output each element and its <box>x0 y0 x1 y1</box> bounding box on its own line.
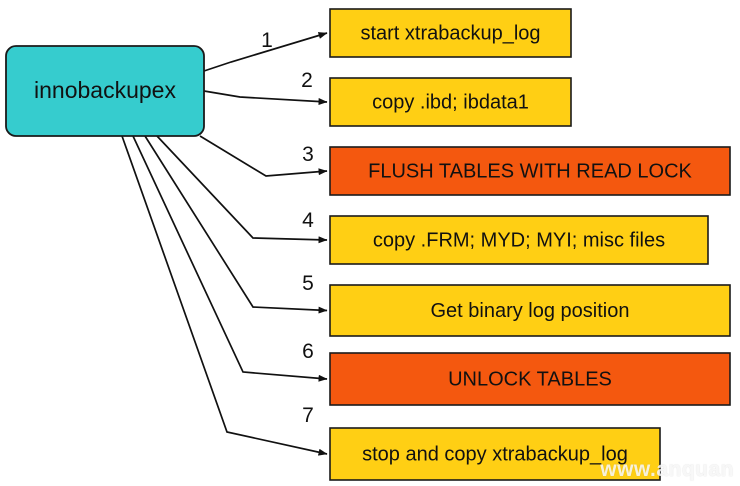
step-node-1[interactable]: start xtrabackup_log <box>329 8 572 58</box>
source-node-label: innobackupex <box>34 77 176 103</box>
edge-number-1: 1 <box>261 29 273 52</box>
step-box-7[interactable] <box>329 427 661 481</box>
edge-7 <box>121 135 328 456</box>
edge-number-6: 6 <box>302 340 314 363</box>
edges-layer <box>121 32 328 456</box>
step-node-4[interactable]: copy .FRM; MYD; MYI; misc files <box>329 215 709 265</box>
step-node-7[interactable]: stop and copy xtrabackup_log <box>329 427 661 481</box>
step-label-7: stop and copy xtrabackup_log <box>362 443 628 465</box>
edge-4 <box>156 135 328 244</box>
step-box-4[interactable] <box>329 215 709 265</box>
source-node[interactable]: innobackupex <box>5 45 205 137</box>
numbers-layer: 1 2 3 4 5 6 7 <box>261 29 314 427</box>
step-node-5[interactable]: Get binary log position <box>329 284 731 337</box>
step-label-2: copy .ibd; ibdata1 <box>372 91 529 113</box>
step-box-1[interactable] <box>329 8 572 58</box>
step-box-5[interactable] <box>329 284 731 337</box>
edge-3 <box>199 135 328 177</box>
edge-1 <box>203 32 328 72</box>
step-node-3[interactable]: FLUSH TABLES WITH READ LOCK <box>329 146 731 196</box>
step-node-6[interactable]: UNLOCK TABLES <box>329 352 731 406</box>
edge-number-5: 5 <box>302 272 314 295</box>
step-label-6: UNLOCK TABLES <box>448 368 612 390</box>
edge-6 <box>132 135 328 382</box>
step-box-2[interactable] <box>329 77 572 127</box>
edge-number-3: 3 <box>302 143 314 166</box>
step-label-4: copy .FRM; MYD; MYI; misc files <box>373 229 665 251</box>
edge-2 <box>203 90 328 106</box>
edge-5 <box>144 135 328 314</box>
edge-number-7: 7 <box>302 404 314 427</box>
step-box-6[interactable] <box>329 352 731 406</box>
edge-number-4: 4 <box>302 209 314 232</box>
source-node-rect[interactable] <box>5 45 205 137</box>
step-label-1: start xtrabackup_log <box>360 22 540 44</box>
step-box-3[interactable] <box>329 146 731 196</box>
step-label-3: FLUSH TABLES WITH READ LOCK <box>368 160 692 182</box>
step-label-5: Get binary log position <box>430 300 629 322</box>
edge-number-2: 2 <box>301 69 313 92</box>
step-node-2[interactable]: copy .ibd; ibdata1 <box>329 77 572 127</box>
